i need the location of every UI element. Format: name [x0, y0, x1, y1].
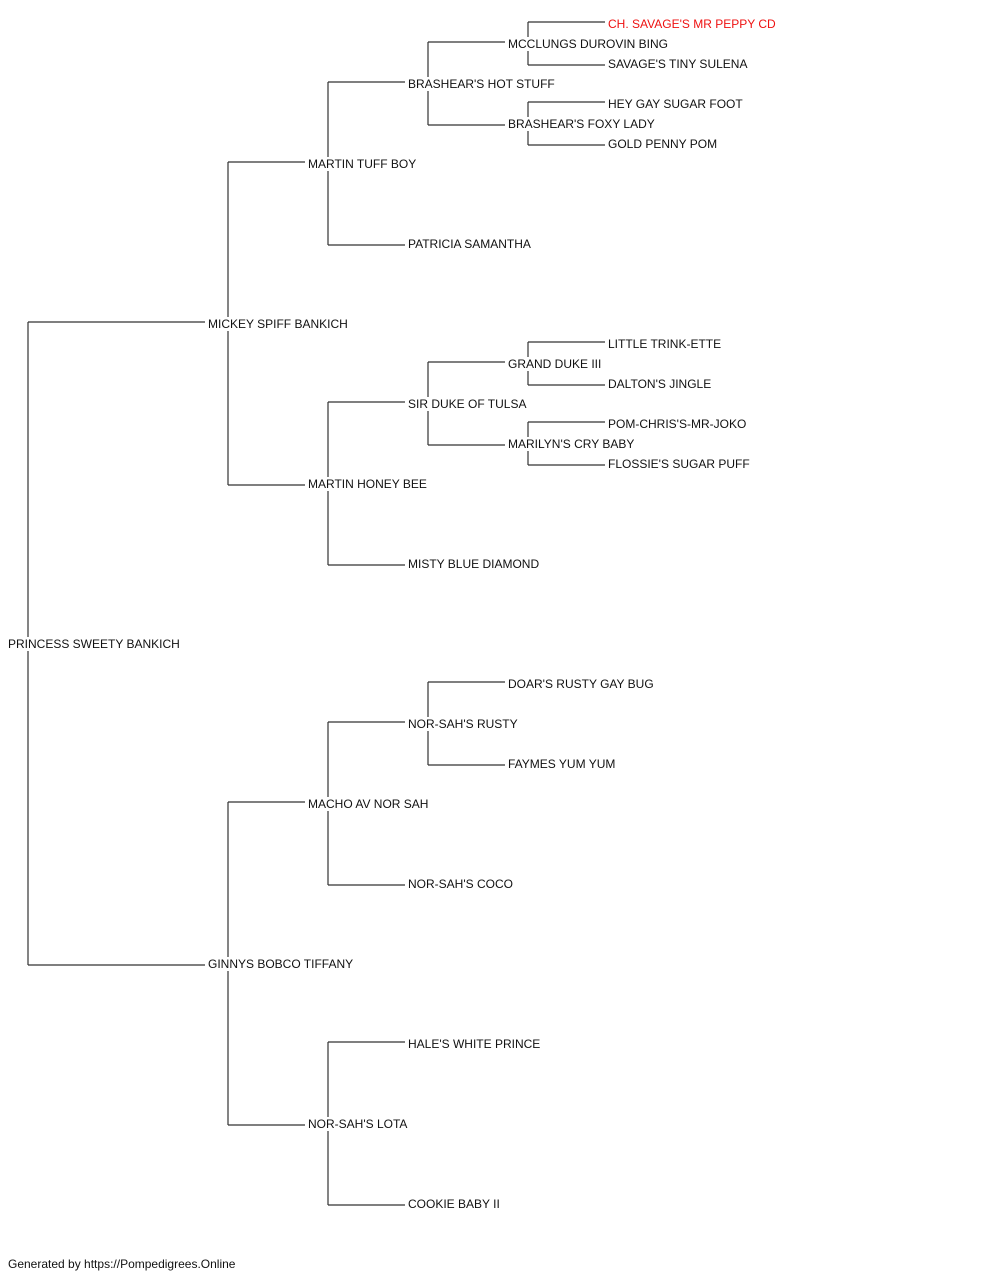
gen5-ancestor: DALTON'S JINGLE — [608, 377, 712, 391]
gen4-ancestor: BRASHEAR'S FOXY LADY — [508, 117, 655, 131]
gen4-ancestor: GRAND DUKE III — [508, 357, 602, 371]
subject-name: PRINCESS SWEETY BANKICH — [8, 637, 180, 651]
granddam-paternal: MARTIN HONEY BEE — [308, 477, 427, 491]
gen3-ancestor: COOKIE BABY II — [408, 1197, 500, 1211]
gen3-ancestor: SIR DUKE OF TULSA — [408, 397, 527, 411]
generated-by-footer: Generated by https://Pompedigrees.Online — [8, 1257, 236, 1271]
sire-name: MICKEY SPIFF BANKICH — [208, 317, 348, 331]
grandsire-maternal: MACHO AV NOR SAH — [308, 797, 429, 811]
grandsire-paternal: MARTIN TUFF BOY — [308, 157, 417, 171]
gen4-ancestor: MARILYN'S CRY BABY — [508, 437, 635, 451]
gen5-ancestor: POM-CHRIS'S-MR-JOKO — [608, 417, 747, 431]
gen3-ancestor: PATRICIA SAMANTHA — [408, 237, 531, 251]
gen3-ancestor: BRASHEAR'S HOT STUFF — [408, 77, 555, 91]
gen5-ancestor: FLOSSIE'S SUGAR PUFF — [608, 457, 750, 471]
gen3-ancestor: NOR-SAH'S RUSTY — [408, 717, 518, 731]
gen5-ancestor: LITTLE TRINK-ETTE — [608, 337, 722, 351]
gen4-ancestor: MCCLUNGS DUROVIN BING — [508, 37, 669, 51]
gen5-ancestor: GOLD PENNY POM — [608, 137, 718, 151]
gen5-ancestor: SAVAGE'S TINY SULENA — [608, 57, 748, 71]
dam-name: GINNYS BOBCO TIFFANY — [208, 957, 354, 971]
granddam-maternal: NOR-SAH'S LOTA — [308, 1117, 408, 1131]
gen5-ancestor: HEY GAY SUGAR FOOT — [608, 97, 743, 111]
gen3-ancestor: MISTY BLUE DIAMOND — [408, 557, 540, 571]
gen4-ancestor: DOAR'S RUSTY GAY BUG — [508, 677, 654, 691]
gen4-ancestor: FAYMES YUM YUM — [508, 757, 616, 771]
gen3-ancestor: NOR-SAH'S COCO — [408, 877, 513, 891]
gen5-ancestor-champion: CH. SAVAGE'S MR PEPPY CD — [608, 17, 776, 31]
gen3-ancestor: HALE'S WHITE PRINCE — [408, 1037, 541, 1051]
